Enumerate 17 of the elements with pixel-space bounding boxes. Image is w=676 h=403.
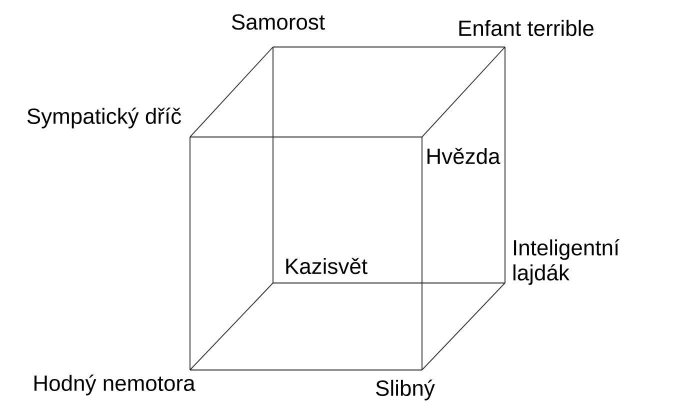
vertex-label: Hodný nemotora xyxy=(34,374,196,396)
cube-edge xyxy=(272,282,506,284)
vertex-label: Enfant terrible xyxy=(459,20,594,36)
cube-edge xyxy=(190,136,422,138)
vertex-label: Samorost xyxy=(232,14,325,30)
vertex-label: Slibný xyxy=(376,380,435,400)
cube-edge xyxy=(422,46,506,138)
vertex-label: Kazisvět xyxy=(286,258,368,274)
vertex-label: Hvězda xyxy=(428,148,500,164)
cube-edge xyxy=(272,46,506,48)
cube-edge xyxy=(422,282,506,370)
cube-edge xyxy=(190,46,274,138)
vertex-label: Inteligentní lajdák xyxy=(514,239,620,285)
cube-edge xyxy=(190,282,274,370)
cube-edge xyxy=(272,46,274,284)
vertex-label: Sympatický dříč xyxy=(27,108,182,128)
cube-edge xyxy=(504,46,506,284)
